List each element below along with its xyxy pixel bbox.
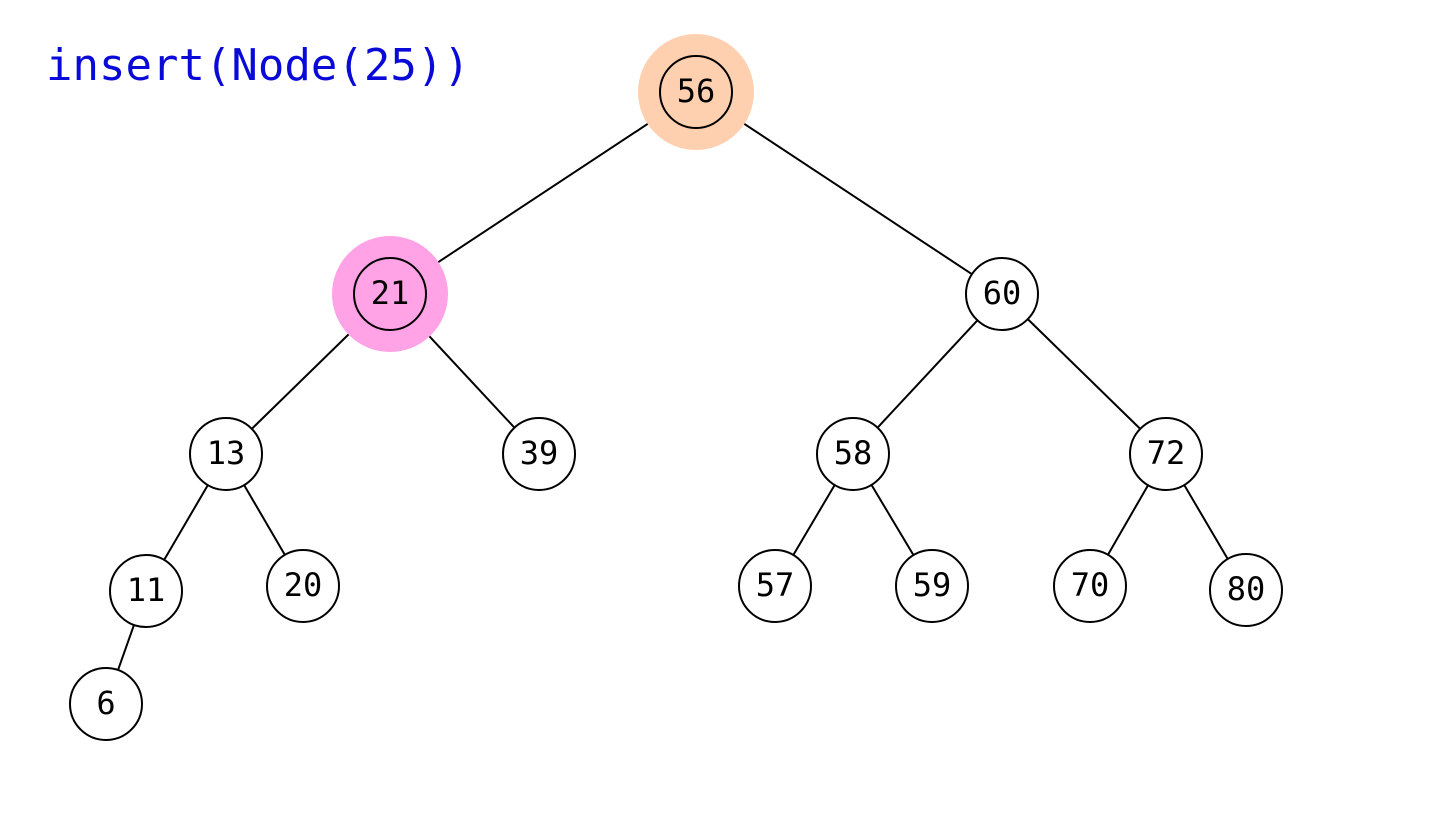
node-highlight-root — [638, 34, 754, 150]
tree-node-70: 70 — [1053, 549, 1127, 623]
node-label: 59 — [913, 566, 952, 604]
node-circle — [1129, 417, 1203, 491]
node-label: 57 — [756, 566, 795, 604]
edge-13-20 — [243, 484, 286, 556]
edge-56-21 — [419, 110, 667, 276]
tree-node-57: 57 — [738, 549, 812, 623]
edge-13-11 — [163, 484, 209, 561]
tree-edges — [117, 110, 1229, 671]
edge-60-58 — [876, 319, 979, 429]
edge-58-59 — [870, 484, 915, 556]
node-label: 6 — [96, 684, 115, 722]
node-label: 11 — [127, 571, 166, 609]
node-circle — [816, 417, 890, 491]
node-label: 80 — [1227, 570, 1266, 608]
tree-node-56: 56 — [638, 34, 754, 150]
node-label: 56 — [677, 72, 716, 110]
node-label: 72 — [1147, 434, 1186, 472]
tree-node-80: 80 — [1209, 553, 1283, 627]
node-circle — [1053, 549, 1127, 623]
node-circle — [266, 549, 340, 623]
node-circle — [353, 257, 427, 331]
edge-58-57 — [792, 484, 836, 556]
edge-21-39 — [413, 319, 516, 429]
tree-node-58: 58 — [816, 417, 890, 491]
node-circle — [965, 257, 1039, 331]
node-label: 60 — [983, 274, 1022, 312]
node-circle — [109, 554, 183, 628]
node-label: 21 — [371, 274, 410, 312]
tree-node-6: 6 — [69, 667, 143, 741]
node-label: 13 — [207, 434, 246, 472]
node-label: 39 — [520, 434, 559, 472]
edge-72-70 — [1107, 484, 1149, 556]
tree-node-11: 11 — [109, 554, 183, 628]
node-circle — [69, 667, 143, 741]
tree-nodes: 56 21 60 13 39 58 72 11 20 57 59 70 80 6 — [69, 34, 1283, 741]
tree-node-60: 60 — [965, 257, 1039, 331]
node-label: 20 — [284, 566, 323, 604]
node-circle — [895, 549, 969, 623]
operation-label: insert(Node(25)) — [46, 40, 470, 91]
node-circle — [1209, 553, 1283, 627]
node-circle — [659, 55, 733, 129]
node-circle — [189, 417, 263, 491]
node-label: 58 — [834, 434, 873, 472]
edge-72-80 — [1183, 484, 1229, 560]
node-circle — [502, 417, 576, 491]
tree-node-39: 39 — [502, 417, 576, 491]
edge-21-13 — [251, 318, 365, 430]
tree-node-72: 72 — [1129, 417, 1203, 491]
tree-node-59: 59 — [895, 549, 969, 623]
edge-56-60 — [725, 110, 973, 276]
tree-node-13: 13 — [189, 417, 263, 491]
tree-node-21: 21 — [332, 236, 448, 352]
tree-node-20: 20 — [266, 549, 340, 623]
edge-60-72 — [1027, 318, 1141, 430]
node-label: 70 — [1071, 566, 1110, 604]
node-circle — [738, 549, 812, 623]
node-highlight-current — [332, 236, 448, 352]
edge-11-6 — [117, 624, 135, 671]
